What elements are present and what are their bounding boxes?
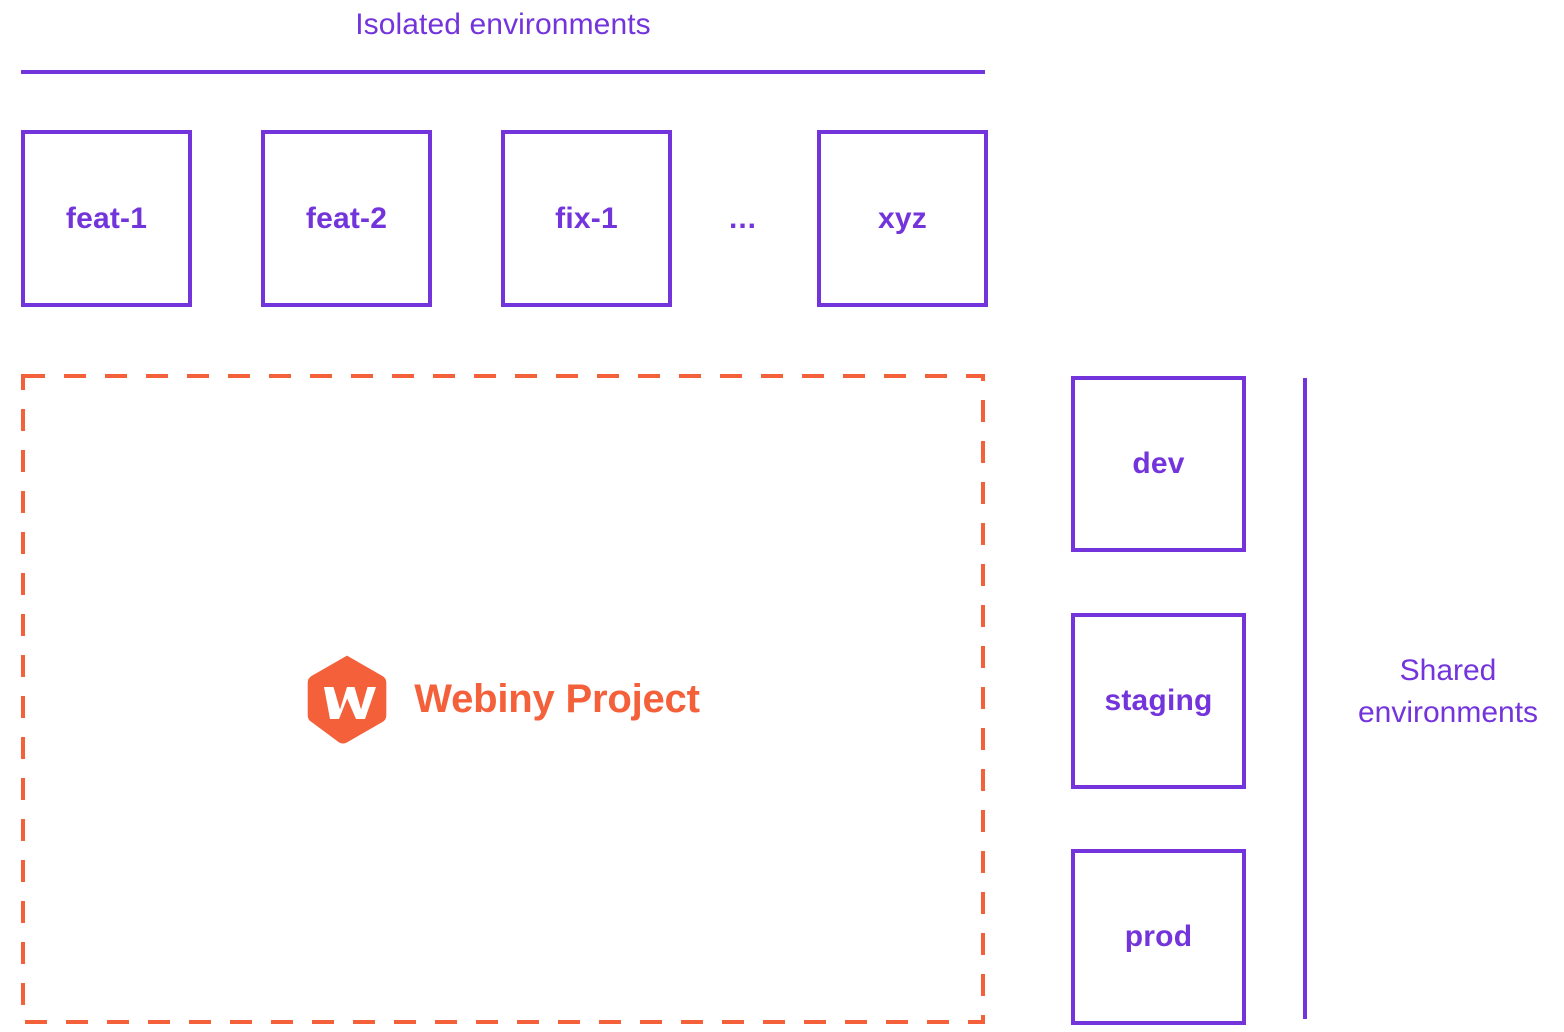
dashed-border <box>21 374 985 1024</box>
isolated-env-box-feat-2[interactable]: feat-2 <box>261 130 432 307</box>
webiny-project-brand: Webiny Project <box>21 374 985 1024</box>
shared-env-box-staging[interactable]: staging <box>1071 613 1246 789</box>
shared-environments-divider <box>1303 378 1307 1019</box>
isolated-env-label: fix-1 <box>555 201 618 235</box>
isolated-env-box-xyz[interactable]: xyz <box>817 130 988 307</box>
shared-environments-title-line2: environments <box>1357 696 1539 729</box>
webiny-hexagon-logo-icon <box>307 655 387 744</box>
shared-env-label: prod <box>1124 920 1193 953</box>
shared-environments-title-line1: Shared <box>1399 654 1497 687</box>
webiny-project-container: Webiny Project <box>21 374 985 1024</box>
webiny-project-name: Webiny Project <box>414 676 700 721</box>
isolated-env-box-fix-1[interactable]: fix-1 <box>501 130 672 307</box>
shared-env-box-prod[interactable]: prod <box>1071 849 1246 1025</box>
isolated-env-label: feat-1 <box>65 201 148 235</box>
shared-environments-title: Shared environments <box>1332 650 1564 734</box>
isolated-env-label: xyz <box>878 201 927 235</box>
isolated-env-ellipsis: ... <box>728 201 757 235</box>
isolated-env-box-feat-1[interactable]: feat-1 <box>21 130 192 307</box>
shared-env-label: dev <box>1132 447 1185 480</box>
shared-env-label: staging <box>1104 684 1213 717</box>
isolated-environments-divider <box>21 70 985 74</box>
isolated-env-label: feat-2 <box>305 201 388 235</box>
isolated-environments-title: Isolated environments <box>355 8 651 41</box>
shared-env-box-dev[interactable]: dev <box>1071 376 1246 552</box>
